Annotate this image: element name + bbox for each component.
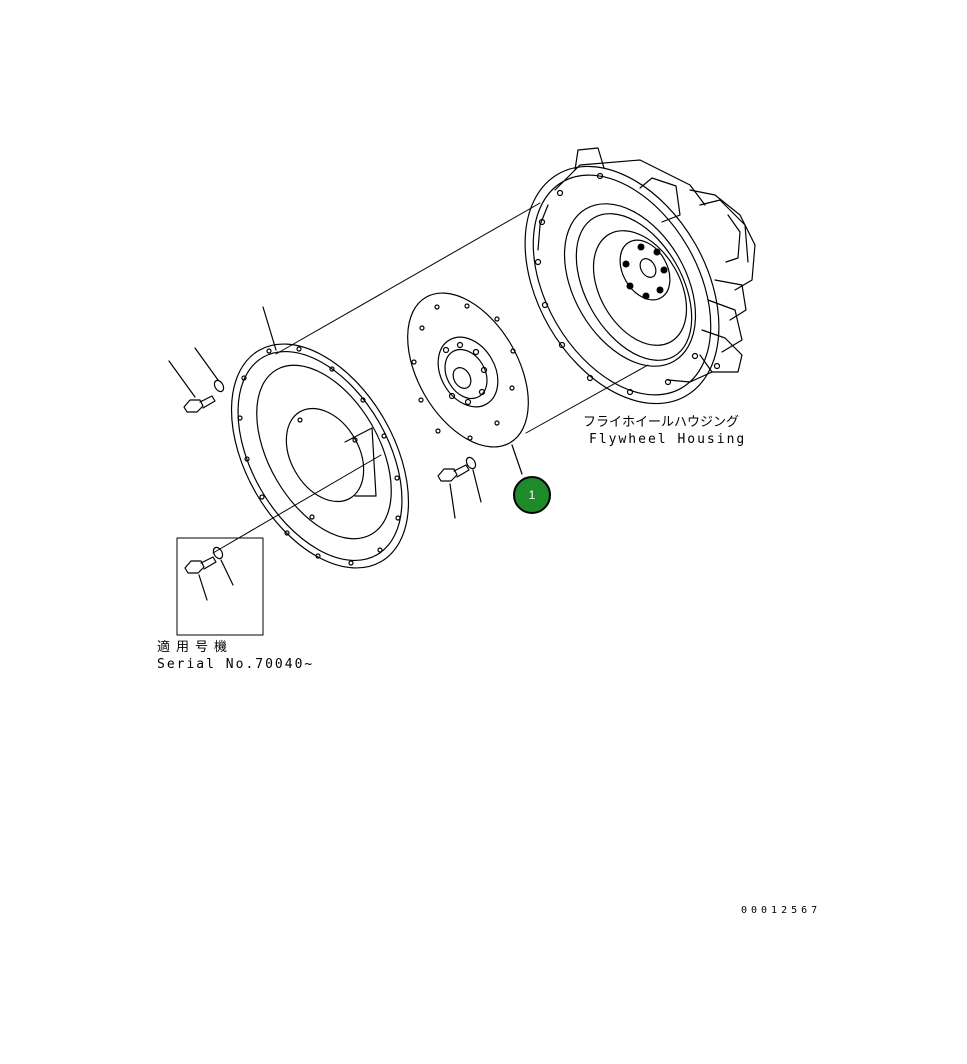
serial-applicable-label-jp: 適用号機 — [157, 640, 234, 655]
part-callout-1[interactable]: 1 — [513, 476, 551, 514]
flywheel-housing — [524, 147, 756, 405]
serial-number-label: Serial No.70040~ — [157, 657, 315, 672]
bolt-washer-center — [437, 444, 523, 519]
drawing-number: 00012567 — [741, 905, 822, 916]
flywheel-housing-label-jp: フライホイールハウジング — [583, 415, 740, 430]
flywheel-housing-label-en: Flywheel Housing — [589, 432, 747, 447]
assembly-guide-lines — [212, 202, 649, 554]
bolt-washer-upper-left — [168, 306, 277, 413]
flywheel-plate — [407, 292, 529, 448]
serial-variant-inset — [176, 537, 264, 636]
adapter-cover — [230, 343, 410, 569]
